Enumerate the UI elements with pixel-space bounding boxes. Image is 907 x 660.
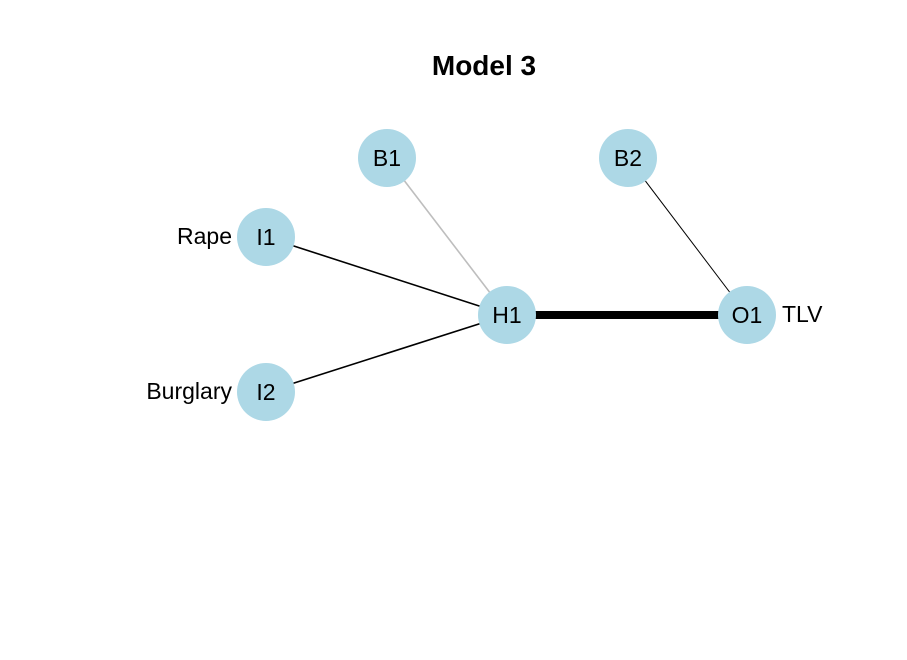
node-b2: B2	[599, 129, 657, 187]
edge-i1-h1	[265, 236, 508, 316]
edges-layer	[265, 157, 748, 393]
edge-b2-o1	[627, 157, 748, 316]
node-b1: B1	[358, 129, 416, 187]
node-i1-side-label: Rape	[177, 223, 232, 249]
diagram-title: Model 3	[432, 50, 536, 81]
node-h1-label: H1	[492, 302, 521, 328]
node-i2-label: I2	[256, 379, 275, 405]
node-b1-label: B1	[373, 145, 401, 171]
node-i2-side-label: Burglary	[146, 378, 232, 404]
node-i1-label: I1	[256, 224, 275, 250]
node-o1-side-label: TLV	[782, 301, 823, 327]
node-o1: O1 TLV	[718, 286, 823, 344]
node-b2-label: B2	[614, 145, 642, 171]
node-i1: I1 Rape	[177, 208, 295, 266]
node-o1-label: O1	[732, 302, 763, 328]
node-h1: H1	[478, 286, 536, 344]
edge-b1-h1	[386, 157, 508, 316]
edge-i2-h1	[265, 314, 508, 393]
nodes-layer: B1 B2 I1 Rape I2 Burglary H1 O1 TLV	[146, 129, 823, 421]
node-i2: I2 Burglary	[146, 363, 295, 421]
